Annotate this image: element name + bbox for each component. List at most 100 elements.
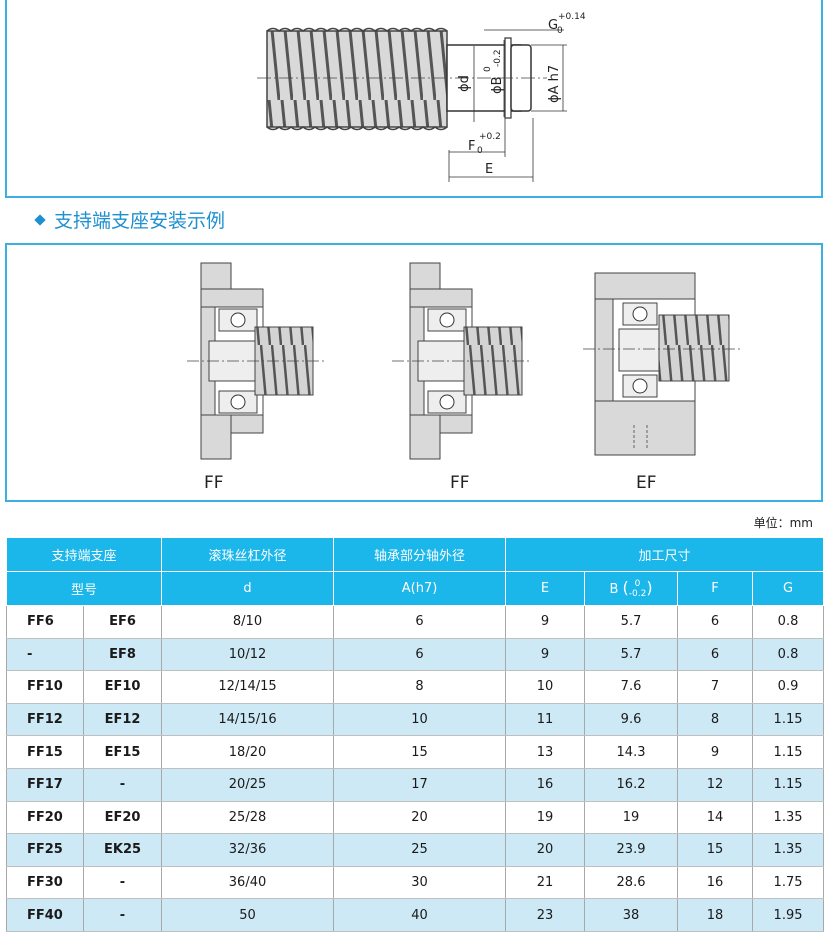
header-a: A(h7) [333,571,507,606]
dim-b-label: ϕB [490,77,505,95]
cell-e: 9 [505,638,586,672]
cell-f: 16 [677,866,754,900]
cell-ef: EF12 [82,703,163,737]
cell-f: 18 [677,898,754,932]
cell-ef: EF10 [82,670,163,704]
cell-ff: - [6,638,84,672]
mounting-examples-panel: FF FF EF [5,243,823,502]
cell-a: 25 [333,833,507,867]
cell-g: 1.15 [752,768,825,802]
cell-ff: FF6 [6,605,84,639]
unit-note: 单位：mm [753,516,813,530]
cell-a: 17 [333,768,507,802]
cell-e: 23 [505,898,586,932]
dim-a-label: ϕA h7 [547,65,562,103]
dim-b-sub: -0.2 [493,49,503,67]
ef-example [583,272,742,456]
cell-a: 40 [333,898,507,932]
mounting-examples-drawing [187,262,742,460]
cell-d: 36/40 [161,866,335,900]
cell-g: 0.8 [752,638,825,672]
cell-e: 9 [505,605,586,639]
cell-g: 1.35 [752,801,825,835]
cell-ff: FF25 [6,833,84,867]
cell-ef: EF20 [82,801,163,835]
cell-f: 8 [677,703,754,737]
cell-ef: EF6 [82,605,163,639]
cell-g: 0.9 [752,670,825,704]
cell-a: 8 [333,670,507,704]
cell-ef: - [82,866,163,900]
cell-a: 10 [333,703,507,737]
cell-d: 10/12 [161,638,335,672]
cell-f: 15 [677,833,754,867]
cell-f: 6 [677,605,754,639]
cell-e: 16 [505,768,586,802]
cell-b: 16.2 [584,768,679,802]
cell-e: 20 [505,833,586,867]
header-support: 支持端支座 [5,537,163,572]
cell-b: 23.9 [584,833,679,867]
cell-e: 11 [505,703,586,737]
cell-a: 15 [333,735,507,769]
cell-ef: EF15 [82,735,163,769]
dim-f-tolerance: +0.2 [479,132,501,142]
cell-a: 30 [333,866,507,900]
cell-a: 6 [333,638,507,672]
cell-g: 1.15 [752,735,825,769]
section-title: 支持端支座安装示例 [34,206,225,236]
cell-e: 13 [505,735,586,769]
cell-ff: FF30 [6,866,84,900]
table-header-row-1: 支持端支座 滚珠丝杠外径 轴承部分轴外径 加工尺寸 [5,537,825,572]
cell-ff: FF40 [6,898,84,932]
header-b-tolerance: 0-0.2 [629,579,647,599]
cell-g: 1.35 [752,833,825,867]
header-bearing-od: 轴承部分轴外径 [333,537,507,572]
ff-example-1 [187,262,327,460]
cell-d: 25/28 [161,801,335,835]
cell-b: 9.6 [584,703,679,737]
svg-text:G: G [548,18,558,33]
header-b-sup: 0 [634,579,641,590]
cell-d: 32/36 [161,833,335,867]
header-b-sub: -0.2 [628,589,647,600]
cell-ff: FF15 [6,735,84,769]
cell-e: 10 [505,670,586,704]
cell-e: 19 [505,801,586,835]
cell-f: 12 [677,768,754,802]
table-header-row-2: 型号 d A(h7) E B (0-0.2) F G [5,571,825,606]
header-f: F [677,571,754,606]
cell-e: 21 [505,866,586,900]
example-label-ff-1: FF [204,473,224,493]
cell-a: 6 [333,605,507,639]
cell-d: 20/25 [161,768,335,802]
header-model: 型号 [5,571,163,606]
dim-b-sup: 0 [483,66,493,72]
ff-example-2 [392,262,532,460]
cell-ff: FF20 [6,801,84,835]
cell-b: 5.7 [584,638,679,672]
header-b-letter: B [609,581,619,597]
cell-b: 14.3 [584,735,679,769]
example-label-ff-2: FF [450,473,470,493]
cell-f: 6 [677,638,754,672]
cell-ef: - [82,768,163,802]
cell-d: 14/15/16 [161,703,335,737]
header-g: G [752,571,825,606]
cell-f: 7 [677,670,754,704]
header-b-paren-close: ) [646,577,653,597]
spec-table: 支持端支座 滚珠丝杠外径 轴承部分轴外径 加工尺寸 型号 d A(h7) E B… [5,537,825,932]
cell-g: 1.75 [752,866,825,900]
cell-ff: FF10 [6,670,84,704]
header-d: d [161,571,335,606]
header-b-paren-open: ( [622,577,629,597]
dim-g-tolerance: +0.14 [558,12,586,22]
